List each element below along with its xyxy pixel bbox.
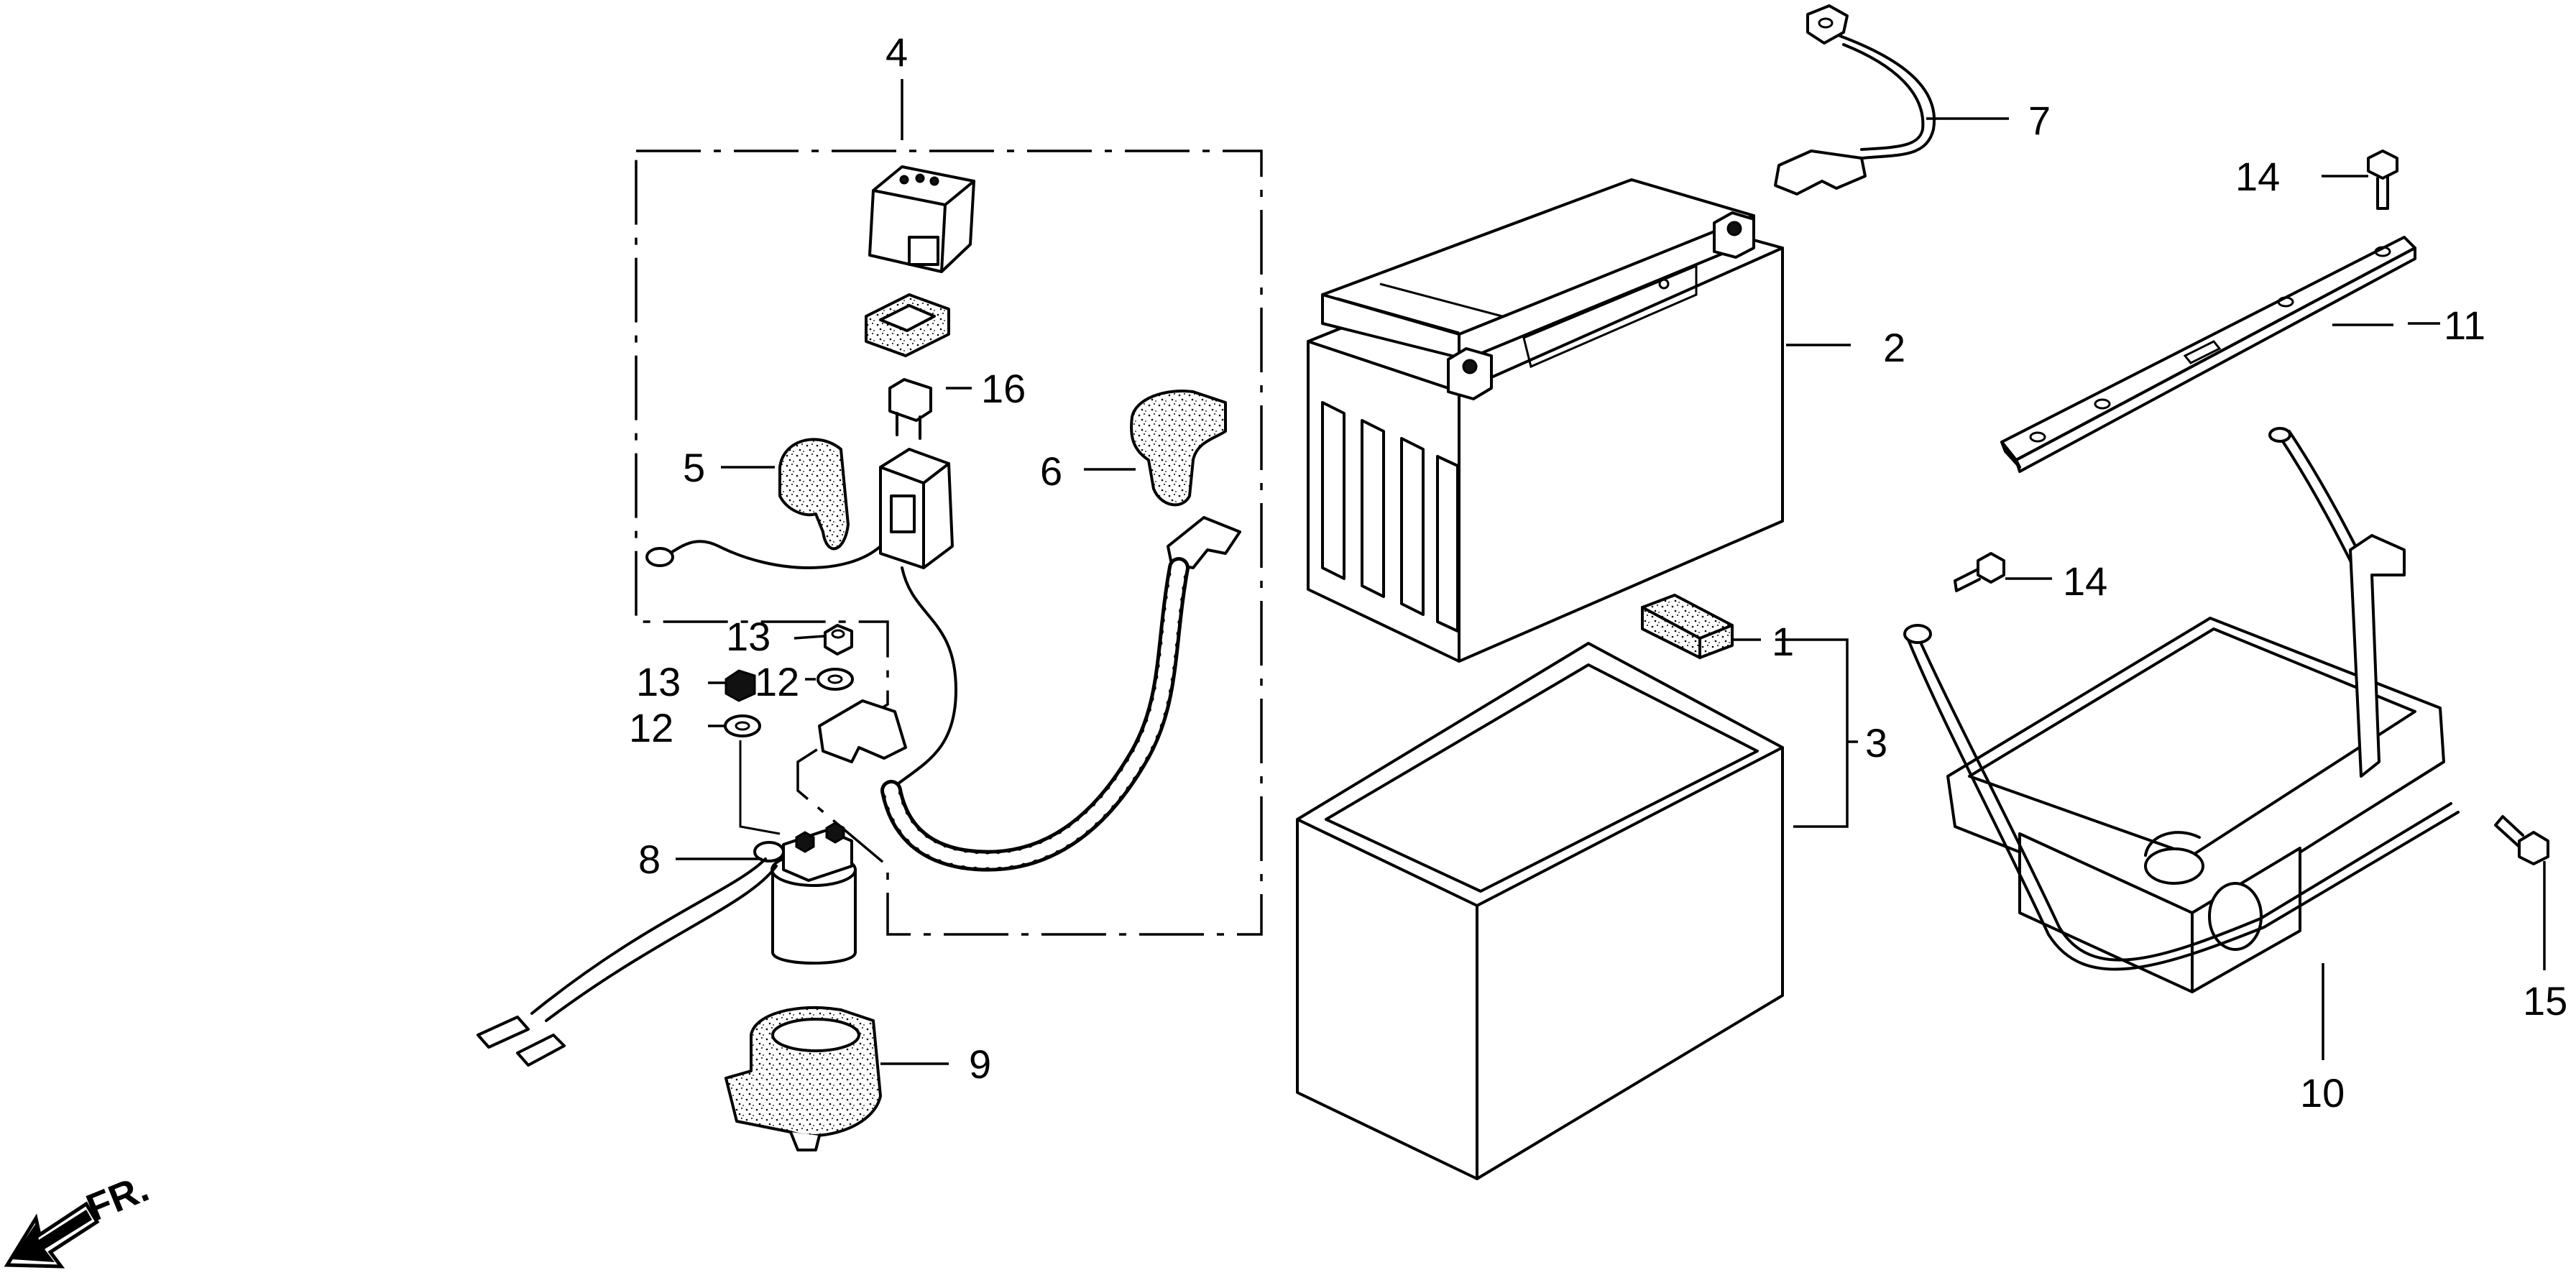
part-5-terminal-cover bbox=[778, 438, 850, 551]
callout-7: 7 bbox=[2028, 98, 2051, 143]
part-3-battery-case bbox=[1296, 642, 1784, 1180]
callout-13-upper: 13 bbox=[726, 614, 770, 659]
callout-2: 2 bbox=[1883, 325, 1905, 370]
assembly-frame-4 bbox=[635, 150, 1263, 936]
callout-12-upper: 12 bbox=[755, 659, 799, 704]
part-10-battery-box bbox=[1903, 427, 2460, 993]
callout-14-lower: 14 bbox=[2063, 558, 2107, 604]
part-12-washer-lower bbox=[724, 714, 761, 737]
callout-4: 4 bbox=[886, 29, 908, 75]
callout-labels: 4 16 5 6 13 13 12 12 8 9 7 2 1 3 11 14 1… bbox=[629, 29, 2567, 1116]
callout-12-lower: 12 bbox=[629, 705, 673, 750]
callout-14-upper: 14 bbox=[2235, 154, 2280, 199]
callout-11: 11 bbox=[2444, 303, 2485, 348]
callout-13-lower: 13 bbox=[636, 659, 681, 704]
part-11-battery-strap bbox=[2000, 236, 2416, 473]
part-15-bolt bbox=[2494, 815, 2549, 865]
leader-lines bbox=[676, 79, 2546, 1065]
callout-3: 3 bbox=[1865, 720, 1887, 765]
callout-8: 8 bbox=[638, 837, 661, 882]
part-6-terminal-cover bbox=[1130, 390, 1227, 507]
callout-10: 10 bbox=[2300, 1070, 2345, 1116]
callout-6: 6 bbox=[1040, 448, 1062, 494]
callout-9: 9 bbox=[969, 1041, 991, 1087]
callout-15: 15 bbox=[2523, 978, 2567, 1024]
part-8-starter-solenoid bbox=[477, 822, 857, 1067]
front-direction-arrow: FR. bbox=[4, 1167, 155, 1269]
part-7-negative-cable bbox=[1774, 4, 1936, 196]
part-2-battery bbox=[1307, 178, 1784, 663]
part-12-washer-upper bbox=[816, 668, 854, 691]
callout-5: 5 bbox=[683, 445, 705, 490]
part-9-rubber-mount bbox=[724, 1006, 882, 1151]
part-13-nut-lower bbox=[724, 669, 756, 702]
part-4-starter-relay-assembly bbox=[645, 165, 975, 785]
part-14-bolt-lower bbox=[1954, 552, 2005, 592]
part-13-nut-upper bbox=[824, 624, 853, 656]
callout-1: 1 bbox=[1772, 619, 1794, 664]
starter-cable bbox=[818, 516, 1241, 872]
part-1-battery-pad bbox=[1641, 594, 1734, 659]
part-14-bolt-upper bbox=[2367, 150, 2398, 210]
callout-16: 16 bbox=[981, 366, 1026, 411]
